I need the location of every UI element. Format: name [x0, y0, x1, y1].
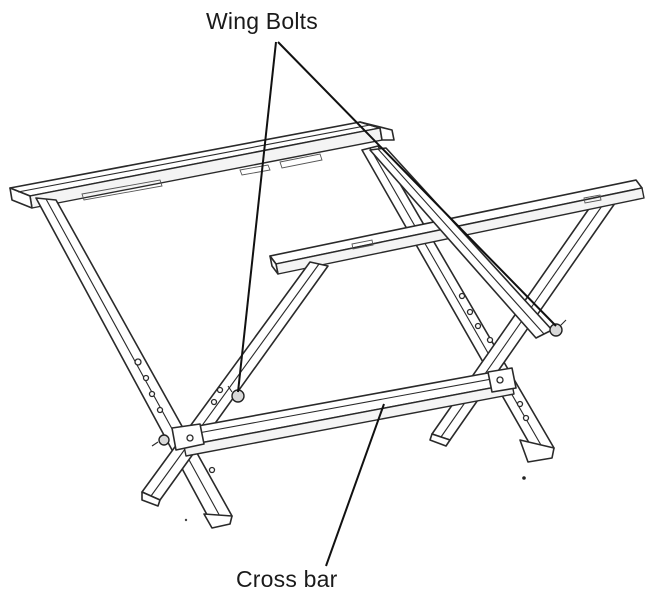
stray-mark: [184, 518, 188, 522]
stray-mark: [522, 476, 526, 480]
cross-bar-leader: [325, 403, 385, 567]
top-rail-left: [9, 121, 395, 209]
leg-diagonal-left: [141, 261, 329, 507]
wing-bolt-icon: [227, 385, 245, 403]
leg-holes: [134, 292, 530, 474]
rail-slot: [239, 164, 271, 176]
wing-bolt-icon: [549, 319, 567, 337]
wing-bolt-leader-right: [277, 41, 557, 327]
crossbar-hole: [186, 434, 194, 442]
rail-slot: [279, 153, 323, 169]
wing-bolt-icon: [151, 434, 170, 447]
wing-bolts-label: Wing Bolts: [206, 8, 318, 34]
crossbar-hole: [496, 376, 504, 384]
cross-bar-label: Cross bar: [236, 566, 338, 592]
rail-slot: [81, 179, 163, 201]
wing-bolt-leader-left: [237, 41, 277, 393]
rail-slot: [583, 194, 602, 204]
cross-bar: [171, 367, 517, 457]
leg-front-left: [35, 197, 233, 529]
rail-slot: [351, 239, 374, 250]
